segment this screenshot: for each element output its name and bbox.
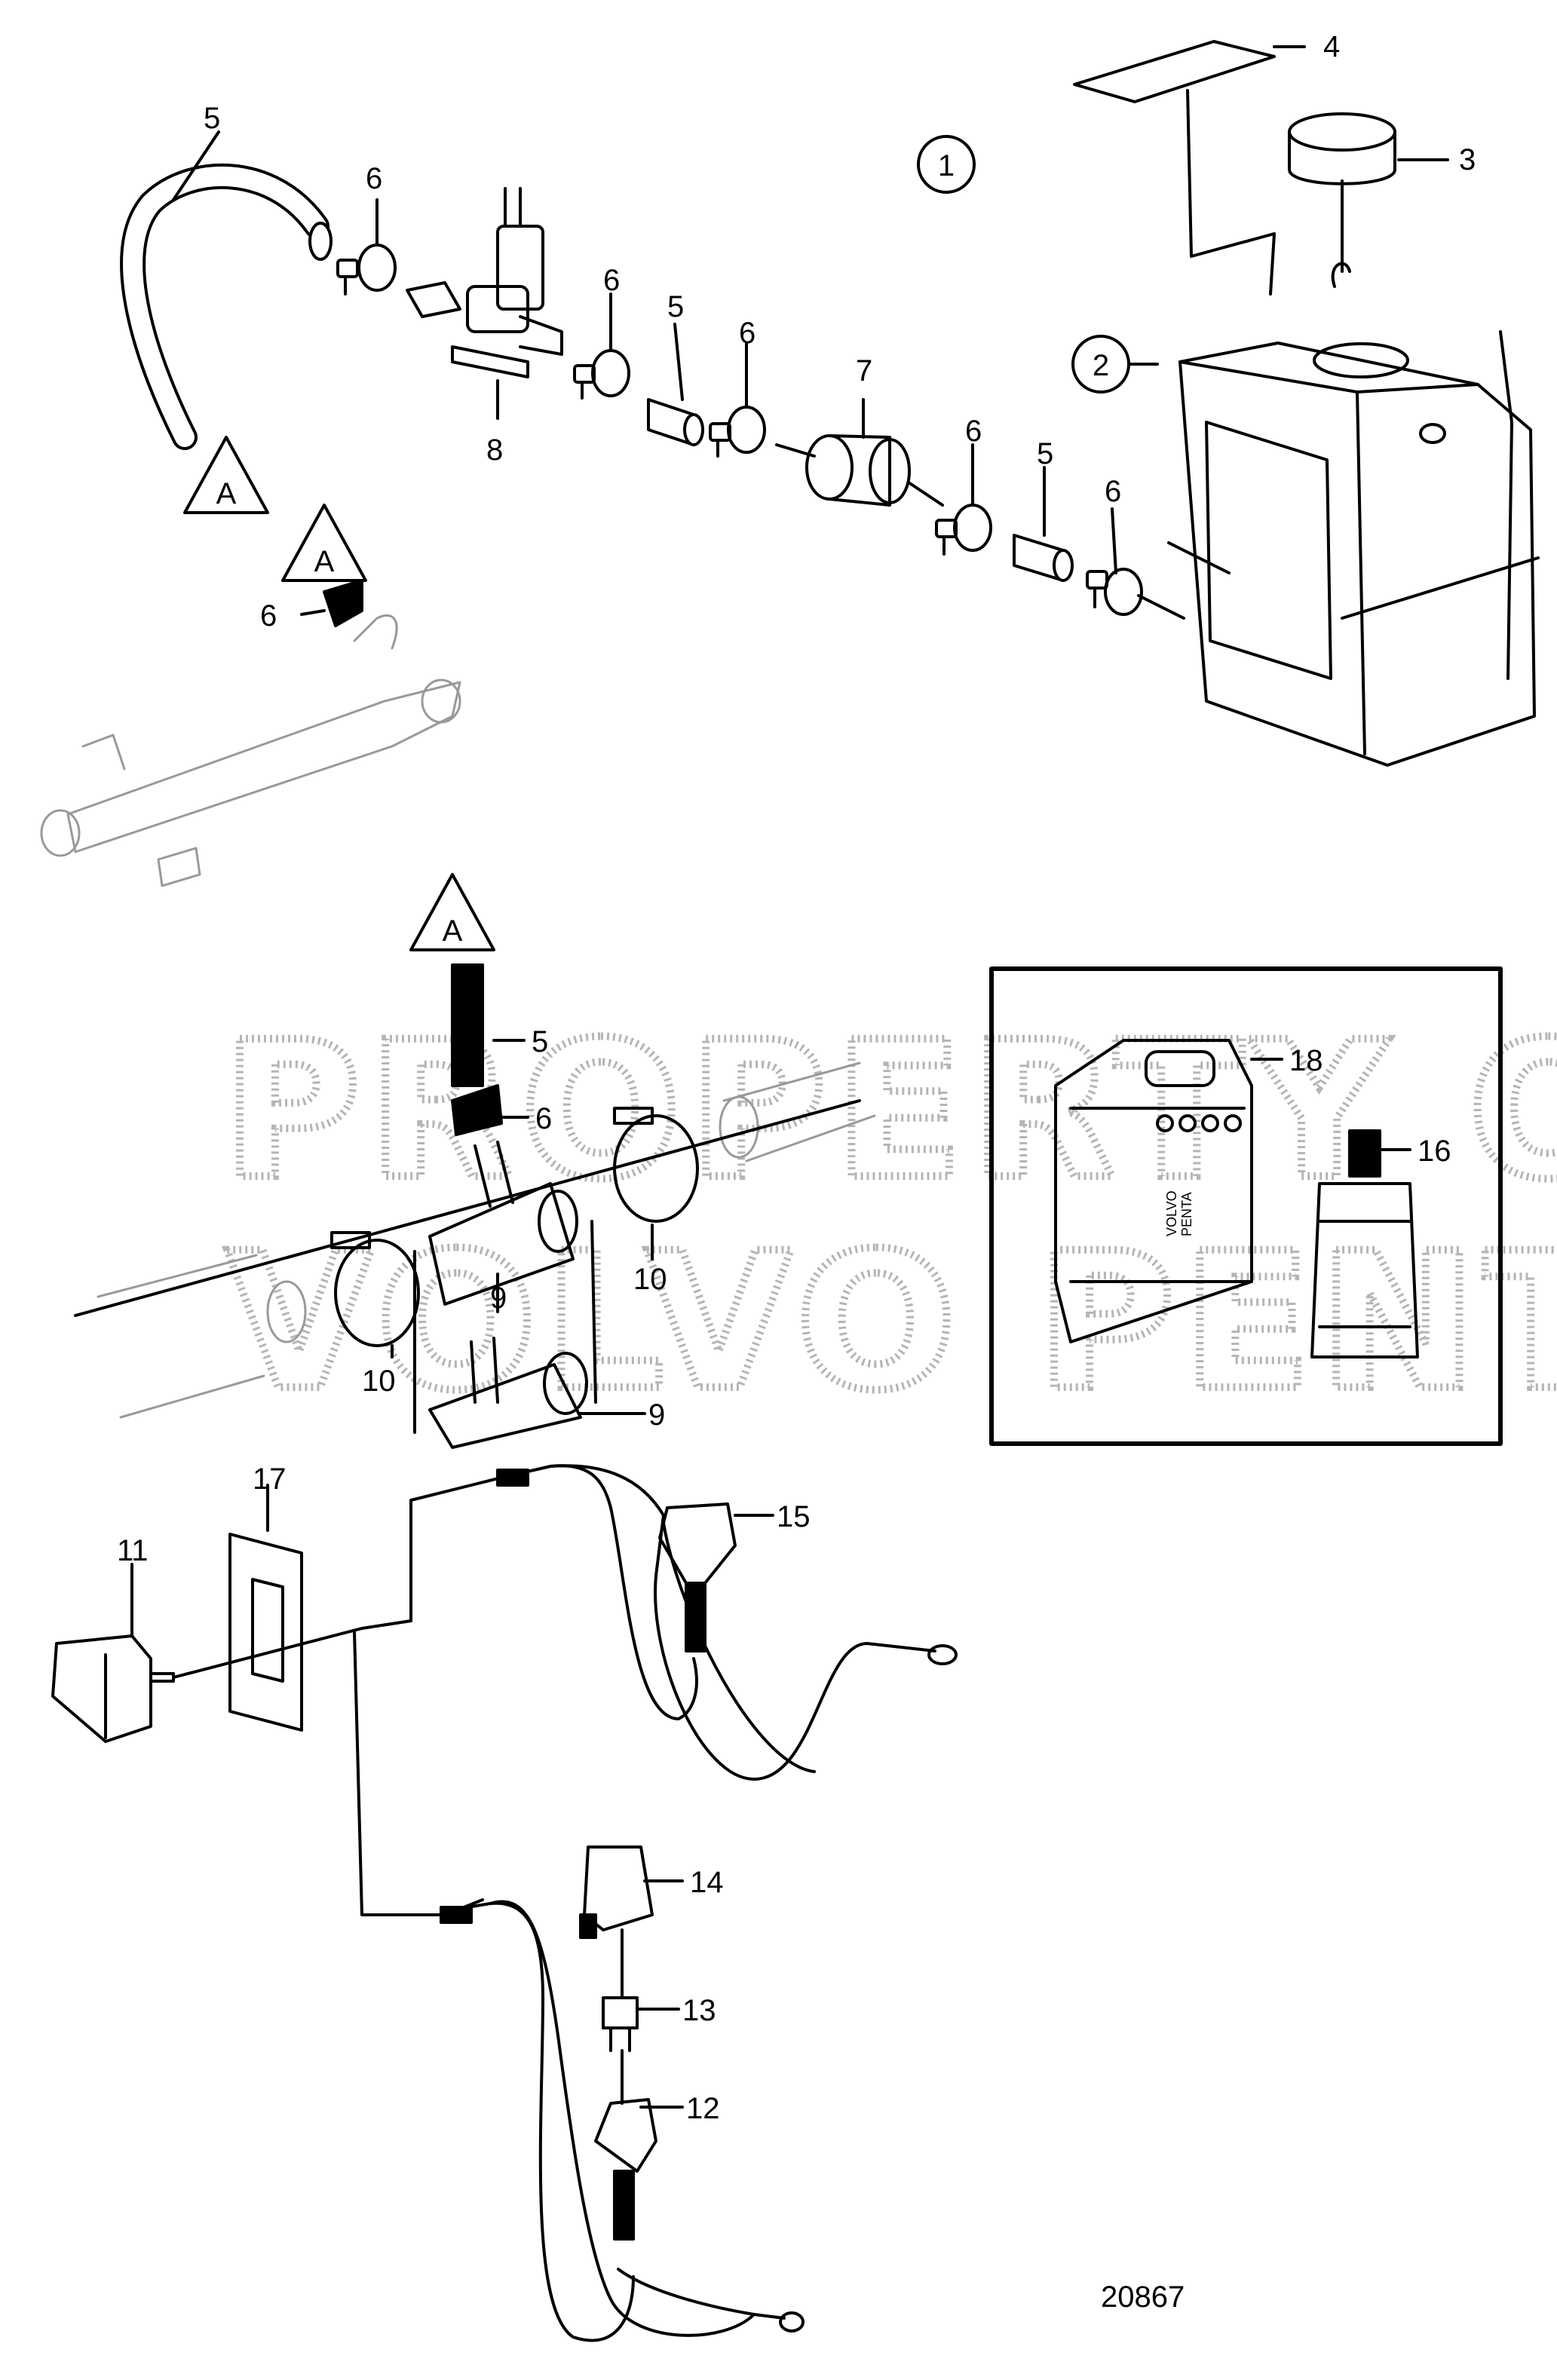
callout-15: 15: [777, 1500, 811, 1533]
callout-6: 6: [366, 162, 382, 195]
accessories-box: [989, 966, 1503, 1446]
wiring-harness-15: [496, 1464, 958, 1781]
callout-6: 6: [739, 317, 756, 350]
callout-5: 5: [532, 1025, 548, 1058]
callout-11: 11: [117, 1534, 149, 1567]
callout-8: 8: [486, 433, 503, 467]
tank-cap-3: [1288, 112, 1396, 273]
connector-a-label: A: [216, 477, 237, 510]
coolant-bottle-16: [1310, 1129, 1419, 1358]
callout-18: 18: [1289, 1044, 1323, 1077]
canister-brand-1: VOLVO: [1164, 1190, 1179, 1236]
callout-14: 14: [690, 1866, 724, 1899]
callout-16: 16: [1418, 1135, 1451, 1168]
drawing-number: 20867: [1101, 2280, 1185, 2314]
callout-6: 6: [535, 1102, 552, 1135]
callout-12: 12: [686, 2092, 720, 2125]
fuse-13: [602, 1996, 639, 2052]
label-plate-4: [1073, 40, 1276, 296]
hose-5-mid: [451, 963, 484, 1087]
fuse-cover-14: [579, 1845, 654, 1939]
connector-marker-a: [281, 504, 367, 582]
circled-ref-2-label: 2: [1093, 349, 1109, 382]
hose-clamp-6: [709, 406, 766, 458]
canister-brand-2: PENTA: [1179, 1192, 1194, 1236]
watermark: PROPERTY OF VOLVO PENTA: [219, 997, 1557, 1435]
callout-6: 6: [603, 264, 620, 297]
fuel-filter-7: [775, 434, 944, 507]
exhaust-pipe-reference: [97, 1061, 876, 1419]
exhaust-pipe-reference: [40, 614, 461, 887]
callout-5: 5: [204, 102, 220, 135]
hose-clamp-6: [573, 349, 630, 400]
callout-10: 10: [633, 1263, 667, 1296]
hose-clamp-6: [336, 244, 397, 296]
callout-9: 9: [648, 1398, 665, 1432]
connector-a-label: A: [314, 545, 335, 578]
callout-5: 5: [667, 290, 684, 323]
wiring-harness-12: [440, 1900, 805, 2342]
circled-reference-1: 1: [917, 135, 976, 194]
connector-marker-a: [183, 436, 269, 514]
hose-5-short: [1013, 534, 1074, 582]
connector-a-label: A: [443, 914, 463, 948]
connector-marker-a: [409, 873, 495, 951]
callouts: 4 3 5 6 6 5 6 7 6 5 6 8 6 5 6 9 10 10 9 …: [117, 30, 1476, 2125]
solenoid-valve-8: [406, 187, 563, 378]
callout-5: 5: [1037, 437, 1053, 470]
callout-17: 17: [253, 1463, 287, 1496]
circled-reference-2: 2: [1071, 335, 1130, 394]
callout-13: 13: [682, 1994, 716, 2027]
hose-clamp-6: [300, 579, 363, 627]
callout-6: 6: [260, 599, 277, 633]
hose-5-long: [120, 164, 333, 450]
callout-6: 6: [1105, 475, 1121, 508]
circled-ref-1-label: 1: [938, 149, 955, 182]
coolant-canister-18: VOLVO PENTA: [1054, 1039, 1253, 1343]
rocker-switch-11: [51, 1634, 175, 1743]
callout-4: 4: [1323, 30, 1340, 63]
mounting-panel-17: [228, 1533, 303, 1732]
watermark-line-2: VOLVO PENTA: [226, 1212, 1557, 1432]
tee-fitting-9: [428, 1337, 588, 1449]
hose-clamp-6: [1086, 568, 1143, 616]
callout-7: 7: [856, 354, 872, 387]
watermark-line-1: PROPERTY OF: [222, 1001, 1557, 1221]
callout-3: 3: [1459, 143, 1476, 176]
callout-10: 10: [362, 1365, 396, 1398]
callout-6: 6: [965, 415, 982, 448]
hose-5-short: [647, 398, 704, 446]
hose-clamp-10: [330, 1231, 420, 1347]
hose-clamp-6: [451, 1084, 529, 1136]
callout-9: 9: [490, 1282, 507, 1315]
tee-fitting-9: [428, 1141, 578, 1306]
hose-clamp-6: [935, 504, 992, 556]
coolant-tank-2: [1167, 262, 1540, 767]
